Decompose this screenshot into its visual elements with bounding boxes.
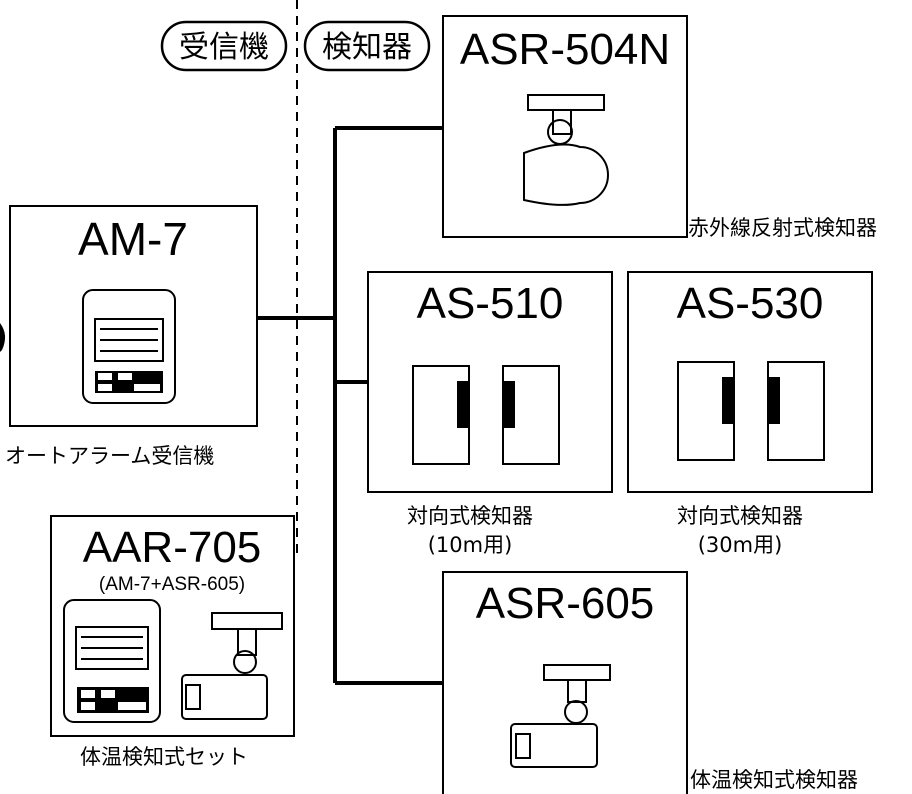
beam-sensor-pair-icon <box>412 365 560 465</box>
detector-header-label: 検知器 <box>322 30 412 65</box>
as510-model-label: AS-510 <box>417 279 564 328</box>
thermal-detector-icon <box>181 612 283 720</box>
left-edge-connector <box>0 323 6 352</box>
detector-header-badge: 検知器 <box>303 20 431 72</box>
asr605-caption: 体温検知式検知器 <box>690 768 858 792</box>
aar705-caption: 体温検知式セット <box>80 745 248 769</box>
asr504n-detector: ASR-504N 赤外線反射式検知器 <box>442 15 877 240</box>
receiver-device-icon <box>82 289 176 404</box>
thermal-detector-icon <box>510 664 611 768</box>
receiver-device-icon <box>63 599 161 723</box>
receiver-header-badge: 受信機 <box>160 20 288 72</box>
asr504n-caption: 赤外線反射式検知器 <box>688 216 877 240</box>
as510-caption: 対向式検知器 <box>407 504 533 528</box>
asr605-model-label: ASR-605 <box>476 579 655 628</box>
as530-caption: 対向式検知器 <box>677 504 803 528</box>
am7-caption: オートアラーム受信機 <box>5 444 214 468</box>
receiver-header-label: 受信機 <box>179 30 269 65</box>
aar705-subtitle: (AM-7+ASR-605) <box>99 574 245 595</box>
as530-detector: AS-530 対向式検知器 (30m用) <box>627 271 873 557</box>
am7-receiver: AM-7 オートアラーム受信機 <box>5 205 258 468</box>
asr605-detector: ASR-605 体温検知式検知器 <box>442 571 858 794</box>
wiring <box>258 126 443 685</box>
as510-detector: AS-510 対向式検知器 (10m用) <box>367 271 613 557</box>
as530-model-label: AS-530 <box>677 279 824 328</box>
asr504n-model-label: ASR-504N <box>460 25 670 74</box>
aar705-set: AAR-705 (AM-7+ASR-605) 体温検知式セット <box>50 515 295 769</box>
am7-model-label: AM-7 <box>78 213 188 265</box>
beam-sensor-pair-icon <box>677 361 825 461</box>
aar705-model-label: AAR-705 <box>83 523 262 572</box>
infrared-detector-icon <box>523 94 609 206</box>
as530-caption-sub: (30m用) <box>698 533 783 557</box>
as510-caption-sub: (10m用) <box>428 533 513 557</box>
